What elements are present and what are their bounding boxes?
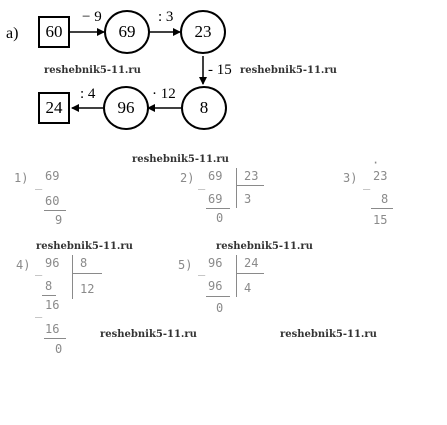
calc-2-remainder: 0 [216, 211, 224, 225]
calc-2-sub: 69 [208, 192, 223, 206]
calc-5-minus: _ [198, 262, 206, 276]
calc-5-divider [236, 255, 237, 297]
calc-4-label: 4) [16, 258, 31, 272]
watermark: reshebnik5-11.ru [240, 65, 337, 76]
calc-2-line [206, 208, 230, 209]
op-mul-12: · 12 [152, 86, 176, 102]
calc-3-label: 3) [343, 171, 358, 185]
calc-1-minus: _ [35, 176, 43, 190]
calc-4-minus-2: _ [35, 304, 43, 318]
calc-2-label: 2) [180, 171, 195, 185]
circle-node-3: 8 [181, 86, 227, 130]
calc-3-result: 15 [373, 213, 388, 227]
op-minus-15: - 15 [208, 62, 232, 78]
op-div-4: : 4 [80, 86, 96, 102]
circle-node-2: 23 [180, 10, 226, 54]
calc-4-dividend: 96 [45, 256, 60, 270]
watermark: reshebnik5-11.ru [36, 241, 133, 252]
calc-3-dot: · [372, 156, 380, 170]
calc-5-divisor: 24 [244, 256, 259, 270]
calc-2-dividend: 69 [208, 169, 223, 183]
calc-5-quotient: 4 [244, 281, 252, 295]
calc-1-b: 60 [45, 194, 60, 208]
calc-4-remainder: 0 [55, 342, 63, 356]
watermark: reshebnik5-11.ru [280, 329, 377, 340]
calc-2-quotient-line [236, 185, 264, 186]
calc-4-quotient: 12 [80, 282, 95, 296]
calc-2-divider [236, 168, 237, 208]
calc-1-line [44, 210, 66, 211]
calc-4-step: 16 [45, 298, 60, 312]
calc-2-divisor: 23 [244, 169, 259, 183]
calc-4-quotient-line [72, 273, 102, 274]
calc-2-quotient: 3 [244, 192, 252, 206]
calc-4-divisor: 8 [80, 256, 88, 270]
calc-5-label: 5) [178, 258, 193, 272]
calc-5-sub: 96 [208, 279, 223, 293]
calc-1-label: 1) [14, 171, 29, 185]
circle-node-1: 69 [104, 10, 150, 54]
calc-1-result: 9 [55, 213, 63, 227]
calc-4-line-1 [42, 295, 56, 296]
calc-2-minus: _ [198, 176, 206, 190]
calc-4-minus: _ [35, 262, 43, 276]
calc-4-line-2 [44, 338, 66, 339]
calc-5-dividend: 96 [208, 256, 223, 270]
calc-4-sub2: 16 [45, 322, 60, 336]
calc-5-quotient-line [236, 273, 264, 274]
calc-3-a: 23 [373, 169, 388, 183]
watermark: reshebnik5-11.ru [44, 65, 141, 76]
calc-3-minus: _ [363, 176, 371, 190]
calc-5-remainder: 0 [216, 301, 224, 315]
calc-3-b: 8 [381, 192, 389, 206]
calc-4-divider [72, 255, 73, 299]
op-minus-9: − 9 [82, 9, 102, 25]
watermark: reshebnik5-11.ru [100, 329, 197, 340]
watermark: reshebnik5-11.ru [216, 241, 313, 252]
calc-1-a: 69 [45, 169, 60, 183]
box-end: 24 [38, 92, 70, 124]
box-start: 60 [38, 16, 70, 48]
circle-node-4: 96 [103, 86, 149, 130]
calc-3-line [371, 208, 393, 209]
calc-4-sub1: 8 [45, 279, 53, 293]
watermark: reshebnik5-11.ru [132, 154, 229, 165]
part-label: а) [6, 25, 19, 42]
op-div-3: : 3 [158, 9, 174, 25]
calc-5-line [206, 296, 230, 297]
